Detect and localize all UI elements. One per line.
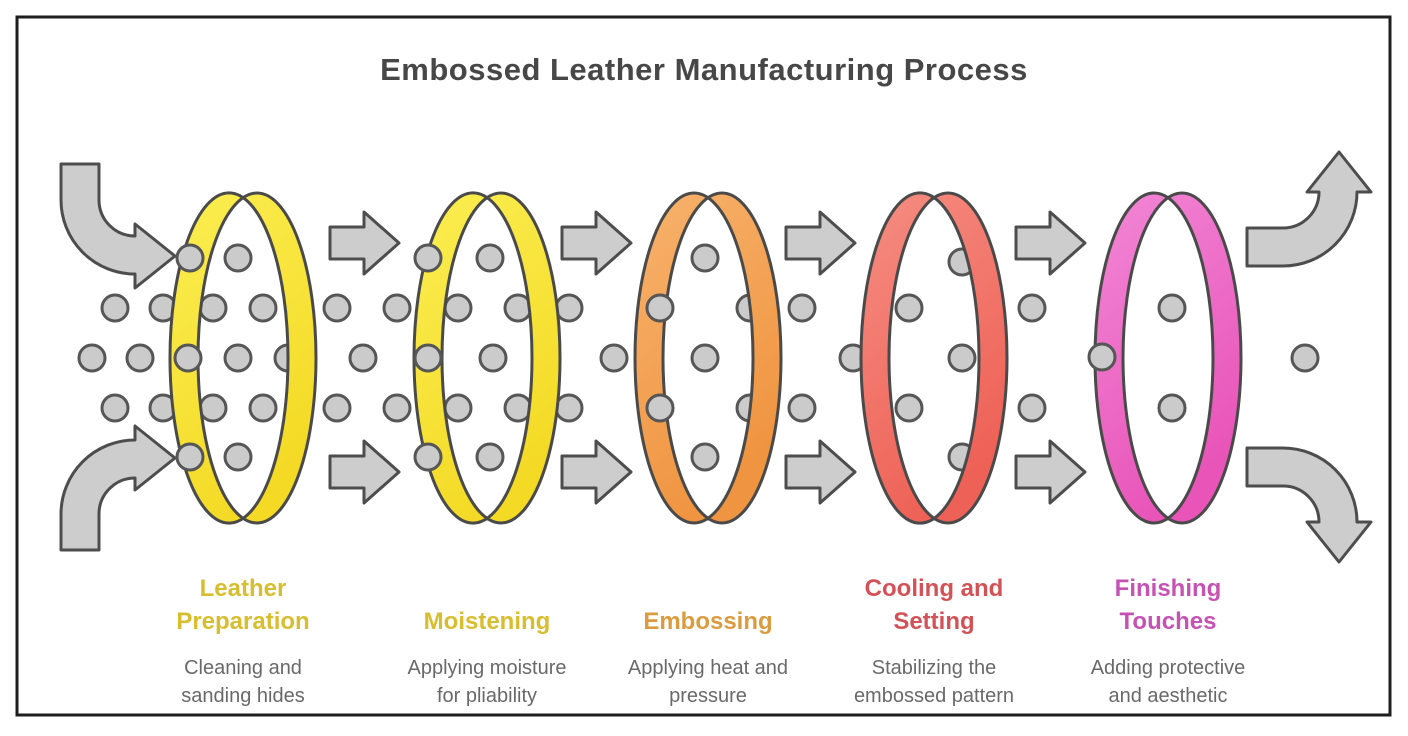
stage-label-embossing: Embossing Applying heat and pressure (588, 566, 828, 710)
exit-arrow-bottom-icon (1245, 446, 1373, 564)
process-ring-2 (633, 191, 783, 525)
material-dot (554, 293, 584, 323)
flow-arrow-right-icon (1014, 439, 1087, 505)
flow-arrow-right-icon (328, 210, 401, 276)
material-dot (475, 442, 505, 472)
process-rings (168, 191, 1243, 525)
material-dot (443, 393, 473, 423)
material-dot (787, 393, 817, 423)
stage-description: Applying moisture for pliability (407, 657, 567, 707)
flow-arrow-right-icon (328, 439, 401, 505)
material-dot (100, 393, 130, 423)
stage-label-finishing-touches: Finishing Touches Adding protective and … (1048, 566, 1288, 710)
material-dot (645, 293, 675, 323)
entry-arrow-top-icon (59, 162, 177, 290)
material-dot (382, 293, 412, 323)
material-dot (223, 442, 253, 472)
material-dot (322, 293, 352, 323)
material-dot (599, 343, 629, 373)
entry-arrow-bottom-icon (59, 424, 177, 552)
material-dot (1157, 393, 1187, 423)
stage-name: Embossing (643, 608, 773, 635)
process-ring-1 (412, 191, 562, 525)
flow-arrows (59, 150, 1373, 564)
material-dot (382, 393, 412, 423)
material-dot (443, 293, 473, 323)
material-dot (198, 393, 228, 423)
material-dot (413, 243, 443, 273)
flow-arrow-right-icon (560, 210, 633, 276)
material-dot (198, 293, 228, 323)
material-dot (248, 393, 278, 423)
material-dot (1017, 293, 1047, 323)
material-dot (348, 343, 378, 373)
material-dot (175, 442, 205, 472)
flow-arrow-right-icon (1014, 210, 1087, 276)
material-dot (947, 343, 977, 373)
stage-label-leather-preparation: Leather Preparation Cleaning and sanding… (123, 566, 363, 710)
stage-description: Adding protective and aesthetic (1090, 657, 1246, 707)
material-dot (894, 293, 924, 323)
stage-description: Stabilizing the embossed pattern (853, 657, 1015, 707)
material-dot (322, 393, 352, 423)
flow-arrow-right-icon (784, 210, 857, 276)
material-dot (690, 442, 720, 472)
flow-arrow-right-icon (784, 439, 857, 505)
material-dot (175, 243, 205, 273)
diagram-border (15, 15, 1392, 717)
material-dot (413, 442, 443, 472)
flow-arrow-right-icon (560, 439, 633, 505)
process-ring-0 (168, 191, 318, 525)
stage-label-moistening: Moistening Applying moisture for pliabil… (367, 566, 607, 710)
exit-arrow-top-icon (1245, 150, 1373, 268)
material-dot (645, 393, 675, 423)
stage-description: Applying heat and pressure (627, 657, 789, 707)
material-dot (100, 293, 130, 323)
material-dot (1290, 343, 1320, 373)
material-dots-front (173, 243, 1117, 472)
diagram-title: Embossed Leather Manufacturing Process (380, 52, 1028, 87)
process-ring-3 (859, 191, 1009, 525)
material-dot (248, 293, 278, 323)
material-dots-back (77, 243, 1320, 472)
stage-name: Leather Preparation (176, 575, 310, 635)
material-dot (1157, 293, 1187, 323)
material-dot (77, 343, 107, 373)
stage-name: Moistening (423, 608, 551, 635)
material-dot (475, 243, 505, 273)
material-dot (413, 343, 443, 373)
material-dot (125, 343, 155, 373)
stage-name: Cooling and Setting (864, 575, 1004, 635)
process-ring-4 (1093, 191, 1243, 525)
material-dot (894, 393, 924, 423)
material-dot (478, 343, 508, 373)
material-dot (1017, 393, 1047, 423)
stage-description: Cleaning and sanding hides (181, 657, 305, 707)
stage-label-cooling-and-setting: Cooling and Setting Stabilizing the embo… (814, 566, 1054, 710)
material-dot (690, 243, 720, 273)
material-dot (554, 393, 584, 423)
material-dot (223, 343, 253, 373)
stage-name: Finishing Touches (1114, 575, 1222, 635)
material-dot (690, 343, 720, 373)
material-dot (1087, 342, 1117, 372)
material-dot (787, 293, 817, 323)
material-dot (223, 243, 253, 273)
material-dot (173, 343, 203, 373)
